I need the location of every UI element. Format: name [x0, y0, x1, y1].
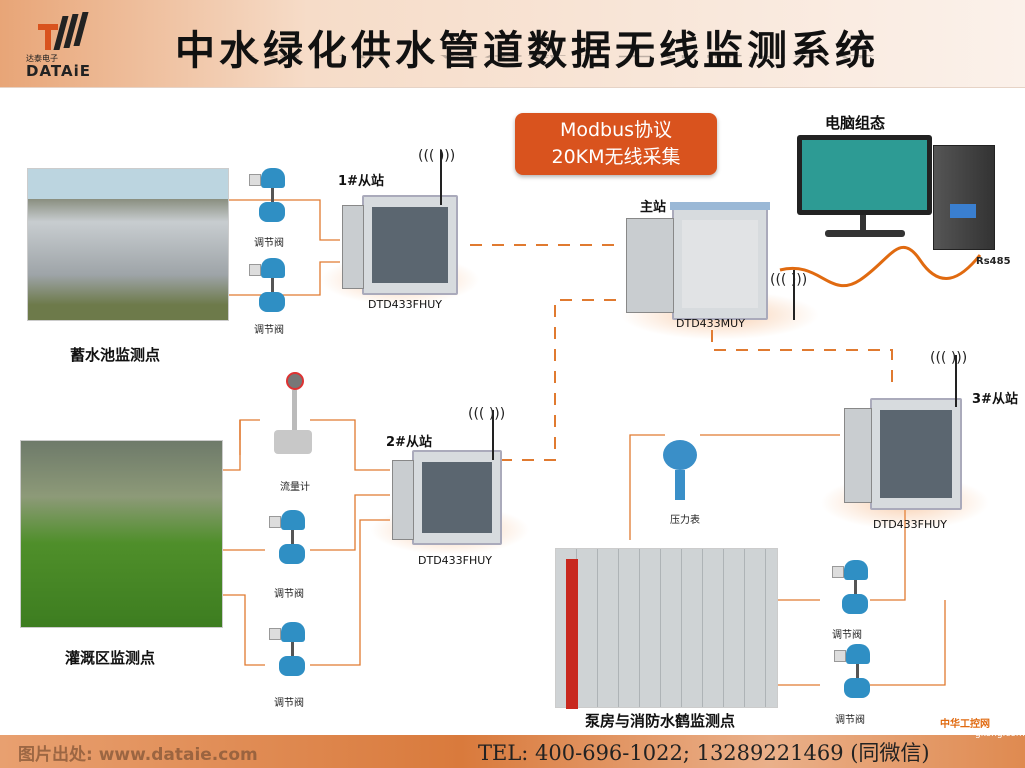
slave-3-label: 3#从站: [972, 392, 1018, 407]
logo-icon: [38, 12, 89, 54]
signal-icon: ((( ))): [418, 148, 456, 164]
valve-icon: [834, 644, 874, 704]
valve-label: 调节阀: [254, 238, 284, 249]
computer-label: 电脑组态: [825, 114, 886, 132]
page-title: 中水绿化供水管道数据无线监测系统: [175, 28, 879, 74]
reservoir-label: 蓄水池监测点: [70, 346, 161, 364]
antenna-icon: [492, 410, 494, 460]
valve-icon: [269, 510, 309, 570]
watermark-cn: 中华工控网: [940, 719, 990, 730]
flowmeter-label: 流量计: [280, 482, 310, 493]
footer-tel: TEL: 400-696-1022; 13289221469 (同微信): [478, 741, 930, 765]
valve-label: 调节阀: [274, 698, 304, 709]
flowmeter-icon: [272, 372, 312, 462]
valve-label: 调节阀: [832, 630, 862, 641]
slave-2-cabinet: [392, 450, 502, 545]
protocol-line1: Modbus协议: [559, 119, 673, 141]
slave-3-cabinet: [844, 398, 962, 510]
pressure-gauge-icon: [663, 440, 697, 502]
slave-1-label: 1#从站: [338, 174, 384, 189]
valve-label: 调节阀: [835, 715, 865, 726]
master-model: DTD433MUY: [676, 317, 745, 330]
antenna-icon: [955, 355, 957, 407]
valve-icon: [269, 622, 309, 682]
reservoir-photo: [27, 168, 229, 321]
monitor-stand: [860, 215, 866, 231]
rs485-label: Rs485: [976, 256, 1011, 267]
protocol-box: Modbus协议 20KM无线采集: [515, 113, 717, 175]
irrigation-label: 灌溉区监测点: [65, 649, 156, 667]
signal-icon: ((( ))): [468, 406, 506, 422]
master-label: 主站: [640, 200, 667, 215]
valve-icon: [249, 258, 289, 318]
footer-source: 图片出处: www.dataie.com: [18, 745, 258, 765]
protocol-line2: 20KM无线采集: [551, 146, 681, 168]
slave-1-model: DTD433FHUY: [368, 298, 443, 311]
header-banner: [0, 0, 1025, 88]
master-cabinet: [626, 202, 770, 320]
logo-en: DATAiE: [26, 62, 91, 80]
pump-room-photo: [555, 548, 778, 709]
monitor-icon: [797, 135, 932, 215]
valve-icon: [249, 168, 289, 228]
slave-2-label: 2#从站: [386, 435, 432, 450]
valve-label: 调节阀: [274, 589, 304, 600]
valve-icon: [832, 560, 872, 620]
pump-label: 泵房与消防水鹤监测点: [585, 712, 736, 730]
monitor-base: [825, 230, 905, 237]
pc-tower-icon: [933, 145, 995, 250]
antenna-icon: [440, 150, 442, 205]
antenna-icon: [793, 270, 795, 320]
slave-3-model: DTD433FHUY: [873, 518, 948, 531]
valve-label: 调节阀: [254, 325, 284, 336]
slave-1-cabinet: [342, 195, 458, 295]
footer-bar: [0, 735, 1025, 768]
slave-2-model: DTD433FHUY: [418, 554, 493, 567]
logo-cn: 达泰电子: [26, 54, 58, 63]
watermark-en: gkong.com: [975, 729, 1025, 739]
signal-icon: ((( ))): [930, 350, 968, 366]
irrigation-photo: [20, 440, 223, 628]
pressure-label: 压力表: [670, 515, 700, 526]
signal-icon: ((( ))): [770, 272, 808, 288]
